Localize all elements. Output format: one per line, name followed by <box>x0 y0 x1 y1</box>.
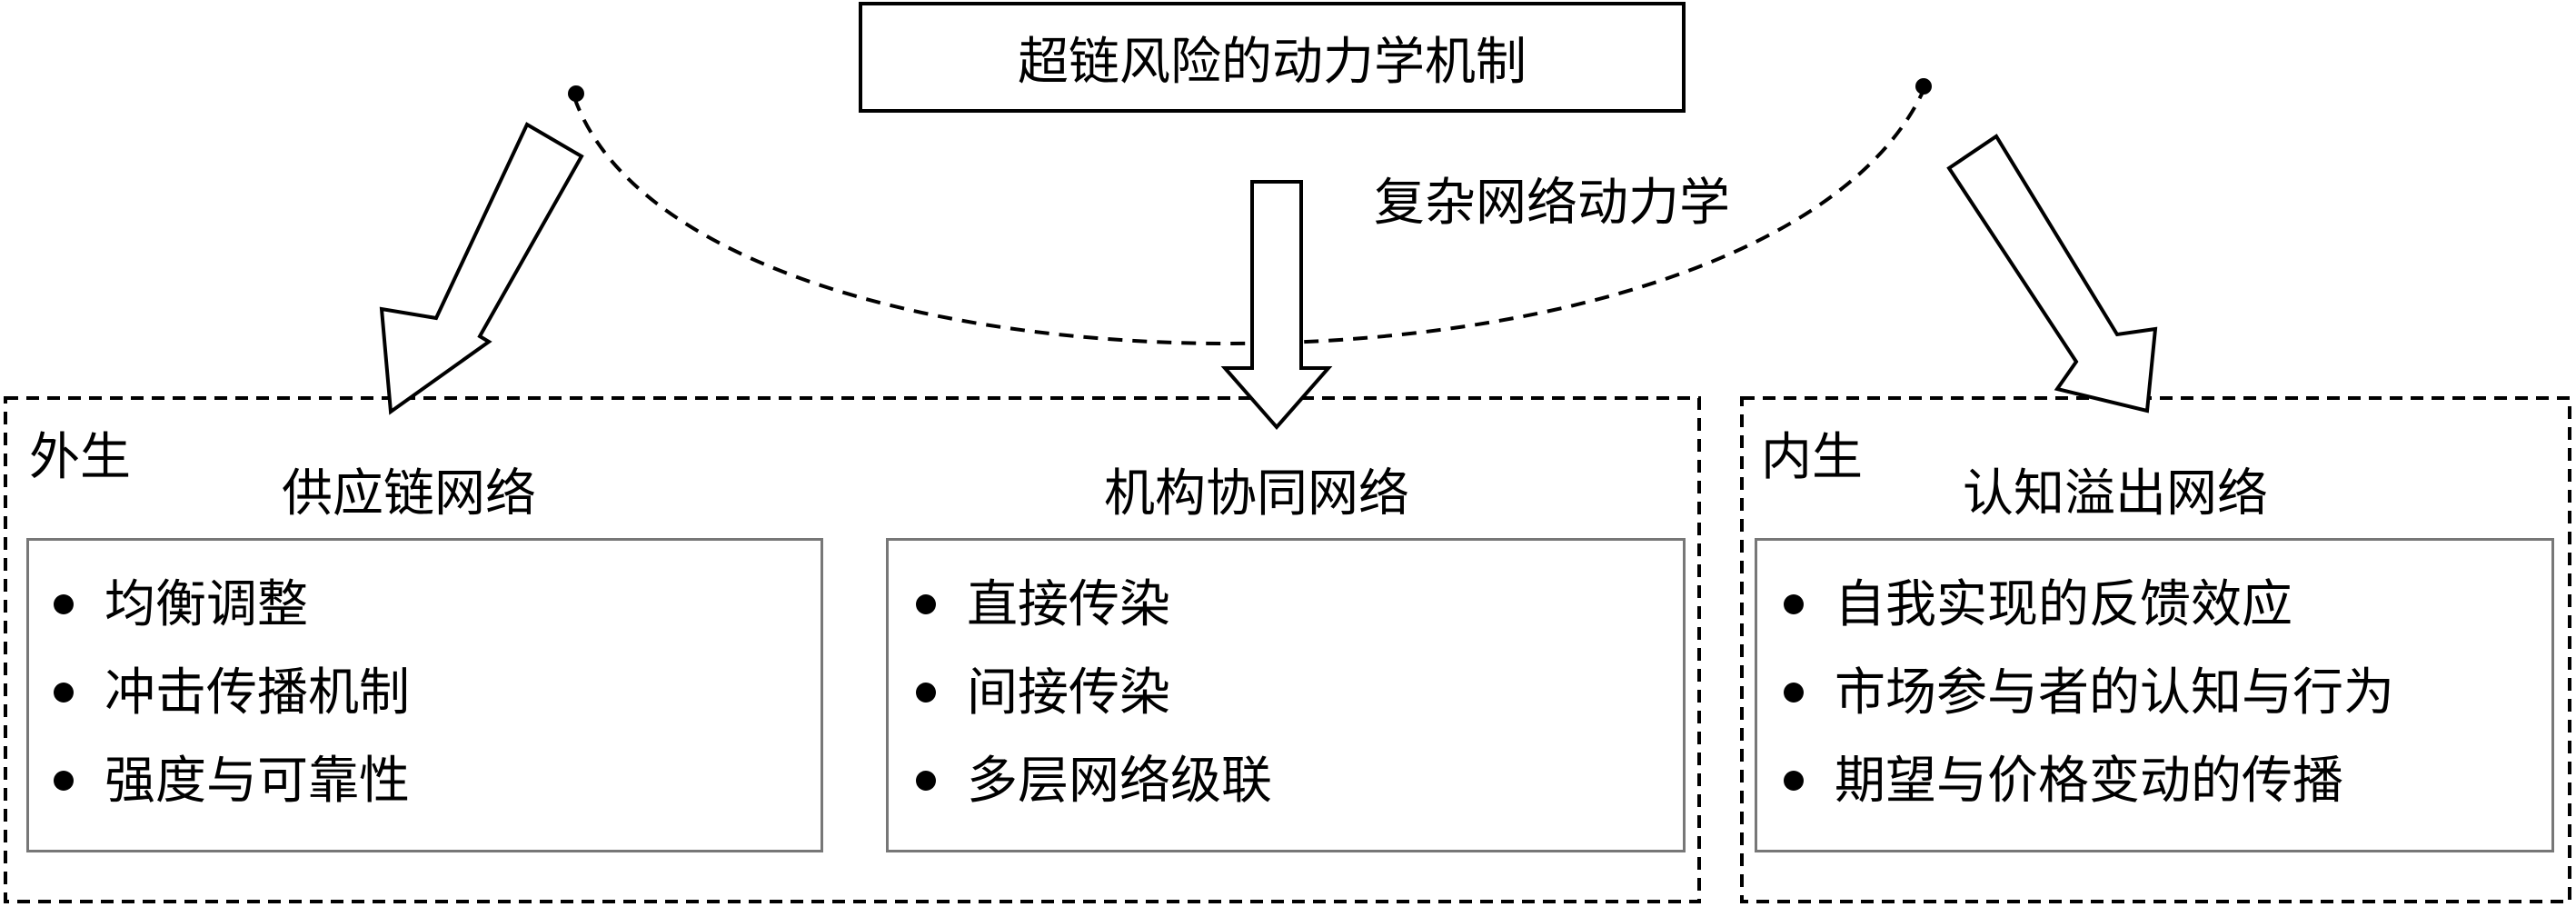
bullet-icon <box>916 770 936 791</box>
list-item: 直接传染 <box>889 580 1170 631</box>
bullet-icon <box>54 682 74 703</box>
list-item: 多层网络级联 <box>889 756 1272 807</box>
supply-chain-items-box: 均衡调整 冲击传播机制 强度与可靠性 <box>26 538 823 852</box>
title-box: 超链风险的动力学机制 <box>859 2 1686 113</box>
bullet-icon <box>54 593 74 614</box>
cognitive-items-box: 自我实现的反馈效应 市场参与者的认知与行为 期望与价格变动的传播 <box>1755 538 2554 852</box>
dynamics-arc <box>572 87 1926 345</box>
list-item: 期望与价格变动的传播 <box>1757 756 2343 807</box>
bullet-icon <box>1784 770 1804 791</box>
arrow-to-supply-chain <box>379 122 584 415</box>
bullet-icon <box>54 770 74 791</box>
endogenous-label: 内生 <box>1761 428 1863 487</box>
arrow-to-cognitive-network <box>1946 134 2158 414</box>
list-item: 自我实现的反馈效应 <box>1757 580 2293 631</box>
arc-end-dot-right <box>1915 78 1932 95</box>
list-item: 冲击传播机制 <box>29 668 410 719</box>
cognitive-network-title: 认知溢出网络 <box>1963 464 2268 523</box>
bullet-icon <box>1784 682 1804 703</box>
institution-items-box: 直接传染 间接传染 多层网络级联 <box>886 538 1686 852</box>
dynamics-label: 复杂网络动力学 <box>1374 174 1730 233</box>
list-item: 间接传染 <box>889 668 1170 719</box>
list-item: 市场参与者的认知与行为 <box>1757 668 2394 719</box>
list-item: 强度与可靠性 <box>29 756 410 807</box>
arc-end-dot-left <box>568 85 584 102</box>
bullet-icon <box>916 593 936 614</box>
exogenous-region-border <box>4 396 1701 903</box>
bullet-icon <box>916 682 936 703</box>
supply-chain-network-title: 供应链网络 <box>282 464 536 523</box>
institution-network-title: 机构协同网络 <box>1104 464 1409 523</box>
endogenous-region-border <box>1740 396 2571 903</box>
list-item: 均衡调整 <box>29 580 308 631</box>
bullet-icon <box>1784 593 1804 614</box>
diagram-title: 超链风险的动力学机制 <box>1018 32 1527 92</box>
arrow-to-institution-network <box>1220 180 1333 431</box>
exogenous-label: 外生 <box>29 428 131 487</box>
